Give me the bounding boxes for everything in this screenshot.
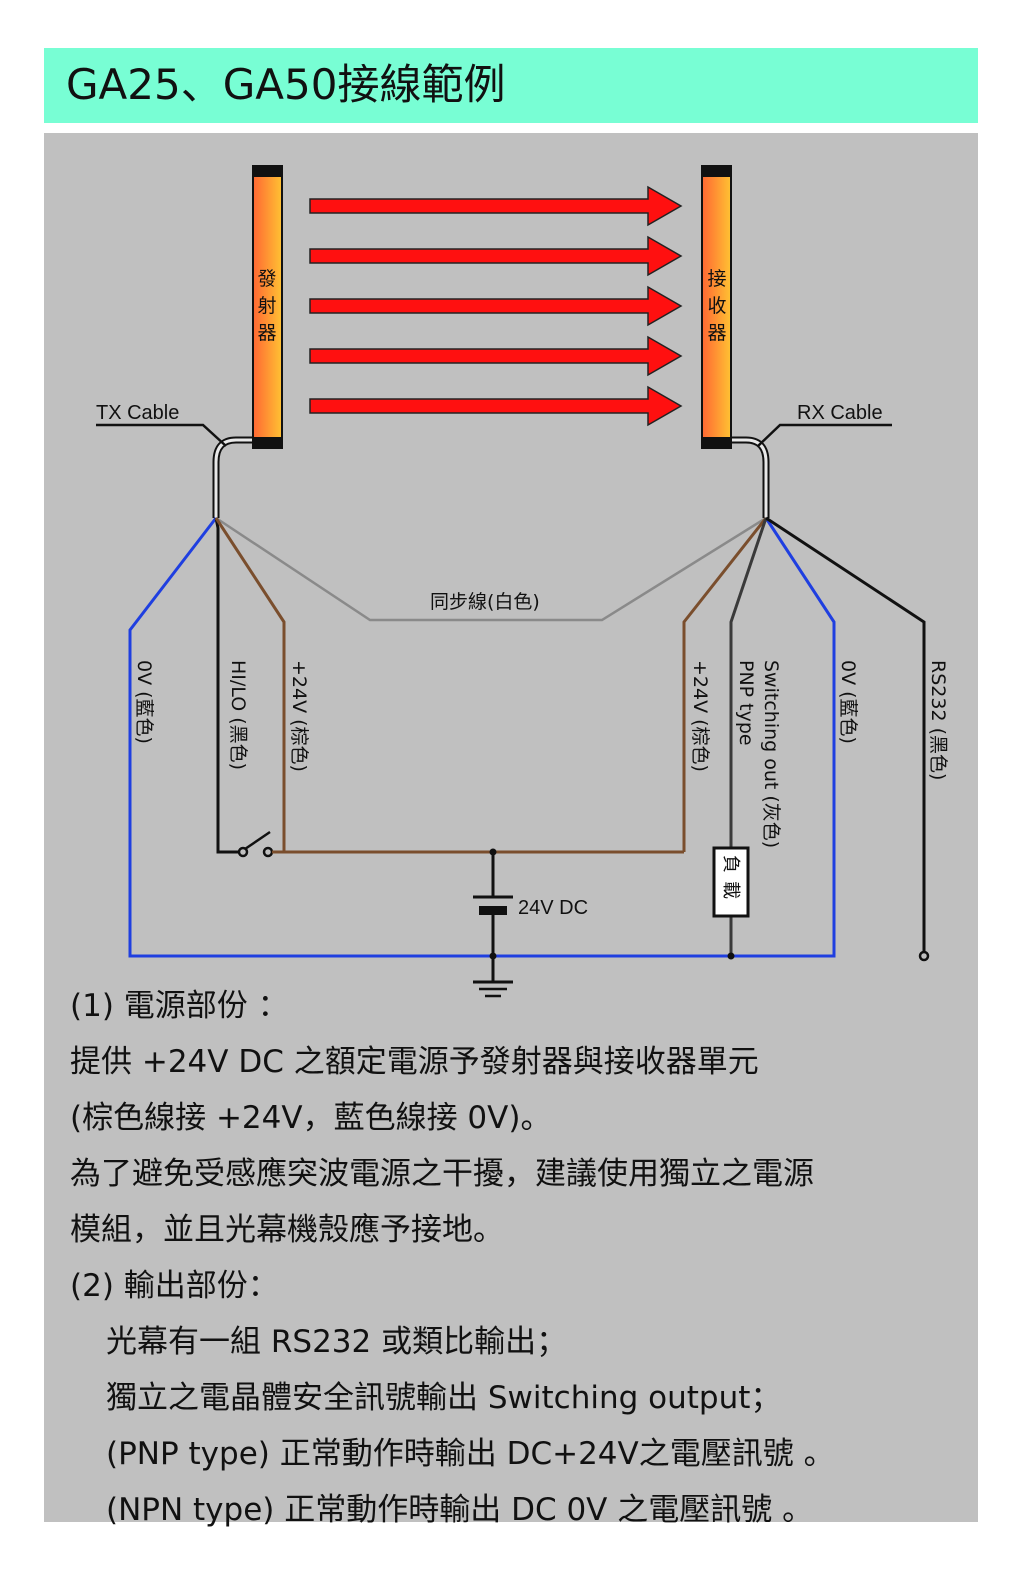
- receiver-label-char-2: 收: [707, 295, 726, 317]
- rx-switching-label-line1: Switching out (灰色): [760, 660, 782, 848]
- section1-line: 為了避免受感應突波電源之干擾，建議使用獨立之電源: [70, 1156, 814, 1192]
- receiver-bar: [701, 165, 732, 449]
- load-box: [712, 846, 750, 918]
- transmitter-label-char-2: 射: [257, 295, 276, 317]
- rx-24v-label: +24V (棕色): [689, 660, 711, 772]
- sync-wire-label: 同步線(白色): [430, 591, 540, 613]
- rx-wire-rs232-black: [765, 516, 926, 952]
- tx-24v-label: +24V (棕色): [288, 660, 310, 772]
- tx-wire-24v-brown: [214, 517, 286, 852]
- tx-wire-hilo-black: [214, 517, 241, 854]
- power-label: 24V DC: [518, 897, 588, 919]
- tx-0v-label: 0V (藍色): [133, 660, 155, 744]
- transmitter-bar: [252, 165, 283, 449]
- transmitter-label-char-3: 器: [257, 322, 276, 344]
- load-label-char-2: 載: [720, 881, 741, 899]
- page-title: GA25、GA50接線範例: [66, 60, 506, 109]
- transmitter-label-char-1: 發: [257, 268, 276, 290]
- tx-hilo-label: HI/LO (黑色): [227, 660, 249, 770]
- notes-section: (1) 電源部份 ： 提供 +24V DC 之額定電源予發射器與接收器單元 (棕…: [70, 978, 990, 1538]
- receiver-label-char-1: 接: [707, 268, 726, 290]
- beam-arrow: [309, 335, 683, 377]
- beam-arrow: [309, 235, 683, 277]
- diagram-panel: [44, 133, 978, 1522]
- rx-switching-label-line2: PNP type: [735, 660, 757, 746]
- section1-line: 模組，並且光幕機殼應予接地。: [70, 1212, 504, 1248]
- receiver-label-char-3: 器: [707, 322, 726, 344]
- rx-rs232-label: RS232 (黑色): [927, 660, 949, 780]
- section2-line: 光幕有一組 RS232 或類比輸出；: [106, 1324, 568, 1360]
- beam-arrow: [309, 185, 683, 227]
- wiring-diagram: 發 射 器 接 收 器 TX Cable RX Cable 同步線(白色): [96, 165, 949, 998]
- section2-line: 獨立之電晶體安全訊號輸出 Switching output；: [106, 1380, 782, 1416]
- sync-wire: [215, 516, 767, 622]
- hilo-switch: [237, 830, 274, 858]
- tx-cable-leader: [96, 423, 227, 447]
- rx-wire-switching-gray: [729, 517, 768, 956]
- section1-heading: (1) 電源部份 ：: [70, 988, 289, 1024]
- ground-icon: [473, 980, 513, 998]
- light-beams: [309, 185, 683, 427]
- rx-cable-leader: [757, 423, 892, 447]
- power-supply-symbol: [473, 848, 513, 982]
- tx-cable: [212, 436, 252, 518]
- tx-wire-0v-blue: [128, 517, 836, 958]
- title-bar: GA25、GA50接線範例: [44, 48, 978, 123]
- load-junction-dot: [727, 952, 735, 960]
- section1-line: (棕色線接 +24V，藍色線接 0V)。: [70, 1100, 552, 1136]
- rx-wire-24v-brown: [682, 517, 768, 852]
- beam-arrow: [309, 385, 683, 427]
- rs232-terminal: [918, 950, 930, 962]
- section2-line: (NPN type) 正常動作時輸出 DC 0V 之電壓訊號 。: [106, 1492, 814, 1528]
- load-label-char-1: 負: [720, 855, 741, 873]
- section1-line: 提供 +24V DC 之額定電源予發射器與接收器單元: [70, 1044, 759, 1080]
- tx-cable-label: TX Cable: [96, 402, 179, 424]
- beam-arrow: [309, 285, 683, 327]
- rx-cable-label: RX Cable: [797, 402, 883, 424]
- section2-heading: (2) 輸出部份：: [70, 1268, 279, 1304]
- rx-cable: [732, 436, 770, 518]
- section2-line: (PNP type) 正常動作時輸出 DC+24V之電壓訊號 。: [106, 1436, 835, 1472]
- rx-0v-label: 0V (藍色): [837, 660, 859, 744]
